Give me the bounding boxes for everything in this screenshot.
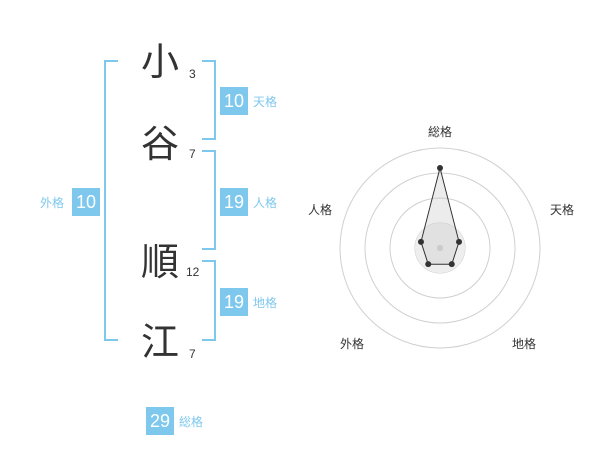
- gaikaku-value: 10: [72, 188, 100, 216]
- radar-point-4: [417, 238, 424, 245]
- radar-ring: [339, 147, 541, 349]
- radar-axis-label-4: 人格: [308, 203, 333, 217]
- soukaku-label: 総格: [179, 415, 204, 429]
- jinkaku-label: 人格: [253, 196, 278, 210]
- radar-axis-label-1: 天格: [550, 203, 575, 217]
- radar-axis-label-2: 地格: [512, 337, 537, 351]
- radar-point-1: [456, 238, 463, 245]
- chikaku-value: 19: [220, 288, 248, 316]
- radar-center-dot: [437, 245, 443, 251]
- soukaku-value: 29: [146, 407, 174, 435]
- stroke-count-4: 7: [189, 347, 196, 361]
- name-char-3: 順: [141, 240, 180, 284]
- stroke-count-3: 12: [186, 265, 200, 279]
- tenkaku-value: 10: [220, 87, 248, 115]
- jinkaku-bracket: [202, 150, 216, 250]
- radar-series-polygon: [420, 167, 460, 265]
- radar-ring: [364, 172, 516, 324]
- jinkaku-value: 19: [220, 188, 248, 216]
- gaikaku-label: 外格: [40, 196, 65, 210]
- name-char-4: 江: [141, 320, 180, 364]
- tenkaku-label: 天格: [253, 95, 278, 109]
- radar-ring: [389, 197, 491, 299]
- chikaku-label: 地格: [253, 296, 278, 310]
- chikaku-bracket: [202, 260, 216, 341]
- stroke-count-1: 3: [189, 67, 196, 81]
- radar-axis-label-3: 外格: [340, 337, 365, 351]
- name-char-2: 谷: [141, 122, 180, 166]
- radar-point-3: [425, 261, 432, 268]
- radar-point-0: [437, 165, 443, 171]
- tenkaku-bracket: [202, 60, 216, 140]
- stroke-count-2: 7: [189, 147, 196, 161]
- name-char-1: 小: [141, 40, 180, 84]
- gaikaku-bracket: [104, 60, 118, 341]
- radar-point-2: [448, 261, 455, 268]
- radar-axis-label-0: 総格: [428, 125, 453, 139]
